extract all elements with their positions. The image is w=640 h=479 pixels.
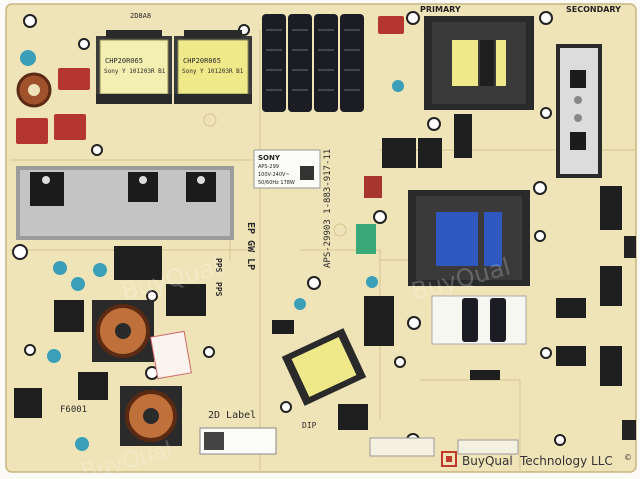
- board-code: APS-29903 1-883-917-11: [323, 149, 333, 268]
- common-mode-chokes: [16, 72, 182, 446]
- disc-capacitors: [20, 50, 404, 451]
- watermark-symbol: ©: [624, 453, 632, 462]
- fuse-label: F6001: [60, 405, 87, 415]
- watermark-logo: [441, 451, 457, 467]
- transformer-2-sub: Sony Y 101203R B1: [182, 68, 244, 75]
- transformer-1-sub: Sony Y 101203R B1: [104, 68, 166, 75]
- pfc-transformer-left: [96, 30, 172, 104]
- sony-rating-voltage: 100V-240V~: [258, 172, 290, 178]
- pps-label-2: PPS: [214, 282, 223, 297]
- output-capacitors: [431, 295, 527, 345]
- ep-gw-lp-label: EP GW LP: [245, 222, 256, 270]
- standby-transformer: [281, 328, 367, 406]
- connectors: [369, 236, 636, 457]
- film-capacitors: [16, 16, 404, 144]
- sony-brand: SONY: [258, 154, 281, 162]
- heatsink-primary: [16, 166, 234, 240]
- stickers: [150, 224, 376, 455]
- watermark-suffix: Technology LLC: [519, 454, 613, 468]
- watermark-brand: BuyQual: [462, 454, 513, 468]
- main-transformer-secondary: [408, 190, 530, 286]
- main-transformer-primary: [424, 16, 534, 110]
- mounting-holes: [12, 11, 566, 447]
- bulk-capacitors: [262, 14, 364, 112]
- lot-code: 2D8A8: [130, 12, 151, 20]
- primary-label: PRIMARY: [420, 5, 461, 14]
- label-2d: 2D Label: [208, 410, 256, 421]
- transformer-1-code: CHP20R065: [105, 57, 143, 65]
- secondary-label: SECONDARY: [566, 5, 621, 14]
- power-transistors: [14, 114, 622, 430]
- rating-sticker: [253, 149, 321, 189]
- transformer-2-code: CHP20R065: [183, 57, 221, 65]
- heatsink-secondary: [556, 44, 602, 178]
- sony-model: APS-299: [258, 164, 279, 170]
- sony-rating-power: 50/60Hz 178W: [258, 180, 295, 186]
- pfc-transformer-right: [174, 30, 252, 104]
- dip-label: DIP: [302, 421, 317, 430]
- pps-label-1: PPS: [214, 258, 223, 273]
